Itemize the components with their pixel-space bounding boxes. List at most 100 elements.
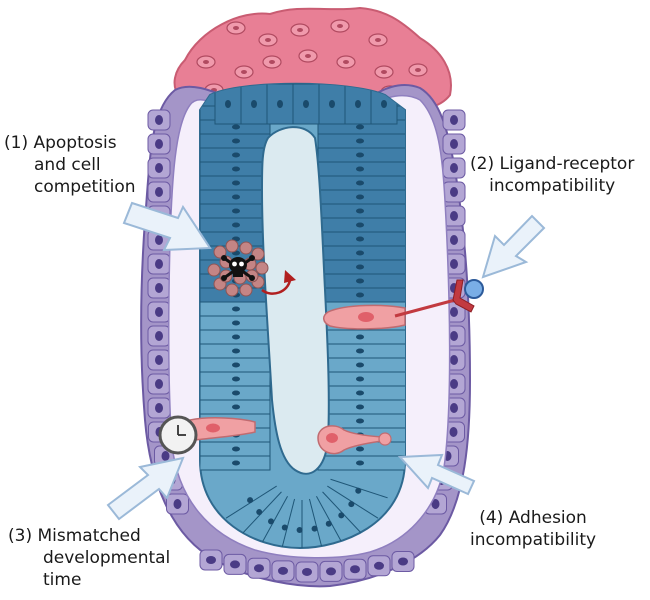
- purple-cell-nucleus: [450, 331, 458, 341]
- pink-cell-nucleus: [269, 60, 275, 64]
- pointer-arrow-3: [106, 456, 185, 521]
- epithelial-cell-nucleus: [232, 348, 240, 354]
- pink-cell-nucleus: [297, 28, 303, 32]
- label-ligand-line1: (2) Ligand-receptor: [470, 154, 635, 174]
- epithelial-cell-nucleus: [268, 518, 275, 525]
- epithelial-cell-nucleus: [296, 526, 303, 533]
- epithelial-cell-nucleus: [303, 100, 309, 108]
- purple-cell-nucleus: [161, 451, 170, 461]
- apoptotic-body: [239, 283, 253, 297]
- epithelial-cell-nucleus: [311, 525, 318, 532]
- purple-cell-nucleus: [206, 556, 216, 564]
- epithelial-cell-nucleus: [356, 278, 364, 284]
- purple-cell-nucleus: [173, 499, 182, 509]
- purple-cell-nucleus: [450, 115, 458, 125]
- epithelial-cell-nucleus: [381, 100, 387, 108]
- epithelial-cell-nucleus: [356, 152, 364, 158]
- epithelial-cell-nucleus: [356, 418, 364, 424]
- purple-cell-nucleus: [230, 560, 240, 569]
- purple-cell-nucleus: [450, 403, 458, 413]
- epithelial-cell-nucleus: [256, 509, 263, 516]
- epithelial-cell-nucleus: [356, 124, 364, 130]
- purple-cell-nucleus: [450, 187, 458, 197]
- ligand-ball-icon: [464, 279, 484, 299]
- clock-icon: [158, 415, 198, 455]
- apoptotic-body: [213, 245, 227, 259]
- epithelial-cell-nucleus: [325, 520, 332, 527]
- epithelial-cell-nucleus: [356, 460, 364, 466]
- epithelial-cell-nucleus: [225, 100, 231, 108]
- epithelial-cell-nucleus: [232, 222, 240, 228]
- epithelial-cell-nucleus: [232, 320, 240, 326]
- pink-cell-nucleus: [265, 38, 271, 42]
- epithelial-cell-nucleus: [232, 376, 240, 382]
- epithelial-cell: [318, 83, 346, 125]
- purple-cell-nucleus: [431, 499, 440, 509]
- purple-cell-nucleus: [155, 283, 163, 293]
- receptor-icon: [452, 279, 475, 313]
- epithelial-cell-nucleus: [251, 100, 257, 108]
- purple-cell-nucleus: [155, 115, 163, 125]
- epithelial-cell-nucleus: [232, 208, 240, 214]
- purple-cell-nucleus: [278, 566, 288, 575]
- purple-cell-nucleus: [155, 403, 163, 413]
- epithelial-cell-nucleus: [356, 362, 364, 368]
- pointer-arrow-1: [122, 201, 212, 252]
- epithelial-cell-nucleus: [338, 512, 345, 519]
- purple-cell-nucleus: [155, 187, 163, 197]
- purple-cell-nucleus: [450, 211, 458, 221]
- epithelial-cell-nucleus: [356, 166, 364, 172]
- purple-cell-nucleus: [155, 331, 163, 341]
- pink-cell-nucleus: [241, 70, 247, 74]
- epithelial-cell-nucleus: [281, 524, 288, 531]
- purple-cell-nucleus: [326, 567, 336, 576]
- epithelial-cell-nucleus: [232, 152, 240, 158]
- epithelial-cell-nucleus: [232, 334, 240, 340]
- pink-cell-nucleus: [203, 60, 209, 64]
- purple-cell-nucleus: [155, 379, 163, 389]
- purple-cell-nucleus: [374, 561, 384, 570]
- pink-cell-nucleus: [337, 24, 343, 28]
- purple-cell-nucleus: [450, 355, 458, 365]
- label-apoptosis: (1) Apoptosis and cell competition: [4, 132, 136, 198]
- epithelial-cell-nucleus: [356, 446, 364, 452]
- label-adhesion: (4) Adhesion incompatibility: [470, 507, 596, 551]
- epithelial-cell-nucleus: [232, 460, 240, 466]
- epithelial-cell-nucleus: [356, 376, 364, 382]
- epithelial-cell-nucleus: [356, 194, 364, 200]
- apoptotic-body: [225, 283, 239, 297]
- salmon-cell-nucleus: [326, 433, 338, 443]
- epithelial-cell-nucleus: [356, 250, 364, 256]
- pink-cell-nucleus: [343, 60, 349, 64]
- epithelial-cell-nucleus: [355, 100, 361, 108]
- purple-cell-nucleus: [450, 163, 458, 173]
- pointer-arrow-4: [397, 453, 476, 496]
- label-developmental-line2: developmental: [43, 548, 171, 568]
- pink-cell-nucleus: [381, 70, 387, 74]
- purple-cell-nucleus: [155, 259, 163, 269]
- label-apoptosis-line2: and cell: [34, 155, 101, 175]
- purple-cell-nucleus: [450, 379, 458, 389]
- epithelial-cell-nucleus: [356, 180, 364, 186]
- apoptotic-body: [207, 263, 221, 277]
- epithelial-cell-nucleus: [232, 180, 240, 186]
- salmon-cell-fragment: [378, 432, 392, 446]
- epithelial-cell-nucleus: [356, 264, 364, 270]
- pointer-arrow-2: [481, 214, 546, 279]
- label-adhesion-line1: (4) Adhesion: [479, 508, 587, 528]
- pink-cell-nucleus: [415, 68, 421, 72]
- label-adhesion-line2: incompatibility: [470, 530, 597, 550]
- label-developmental-line1: (3) Mismatched: [8, 526, 141, 546]
- epithelial-cell-nucleus: [232, 138, 240, 144]
- epithelial-cell-nucleus: [232, 124, 240, 130]
- epithelial-cell-nucleus: [356, 404, 364, 410]
- apoptotic-body: [255, 261, 269, 275]
- pink-cell-nucleus: [305, 54, 311, 58]
- label-apoptosis-line1: (1) Apoptosis: [4, 133, 117, 153]
- curved-arrow-head: [284, 270, 296, 283]
- epithelial-cell-nucleus: [356, 348, 364, 354]
- epithelial-cell-nucleus: [232, 362, 240, 368]
- epithelial-cell-nucleus: [355, 487, 362, 494]
